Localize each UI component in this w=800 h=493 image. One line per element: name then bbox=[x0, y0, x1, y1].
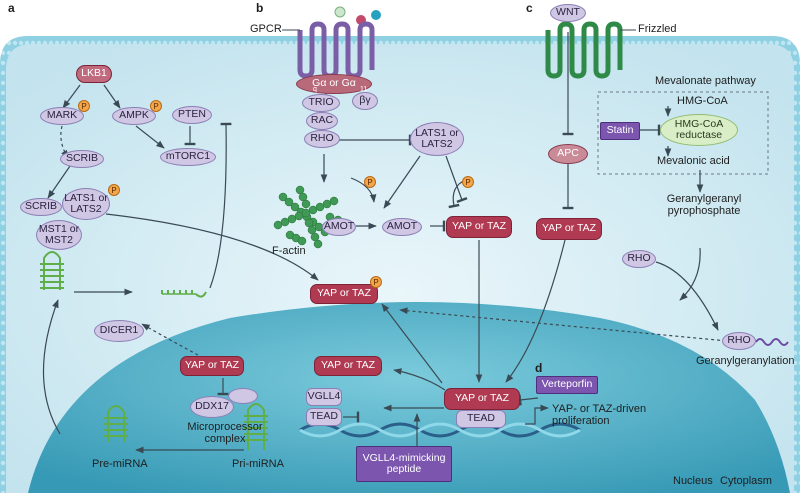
frizzled-receptor-icon bbox=[545, 21, 623, 79]
phospho-badge: P bbox=[462, 176, 474, 188]
lats-line2: LATS2 bbox=[70, 203, 102, 215]
ampk-node: AMPK bbox=[112, 107, 156, 125]
mtorc1-node: mTORC1 bbox=[160, 148, 216, 166]
amot-bound-node: AMOT bbox=[322, 218, 356, 236]
ggpp-line2: pyrophosphate bbox=[667, 204, 741, 217]
proliferation-line2: proliferation bbox=[552, 414, 610, 427]
lats-node: LATS1 or LATS2 bbox=[410, 122, 464, 156]
rho-geranylgeranylated-node: RHO bbox=[722, 332, 756, 350]
wnt-node: WNT bbox=[550, 4, 586, 22]
phospho-badge: P bbox=[150, 100, 162, 112]
phospho-badge: P bbox=[78, 100, 90, 112]
gpcr-receptor-icon bbox=[297, 21, 375, 79]
proliferation-label: YAP- or TAZ-driven proliferation bbox=[552, 403, 647, 427]
scrib-node: SCRIB bbox=[60, 150, 104, 168]
mst-line2: MST2 bbox=[44, 234, 73, 246]
pten-node: PTEN bbox=[172, 106, 212, 124]
galpha-text: Gα or Gα bbox=[312, 77, 356, 90]
reductase-line1: HMG-CoA bbox=[674, 117, 724, 130]
ggpp-label: Geranylgeranyl pyrophosphate bbox=[656, 193, 752, 217]
microprocessor-blob bbox=[228, 388, 258, 404]
mark-node: MARK bbox=[40, 107, 84, 125]
phospho-badge: P bbox=[108, 184, 120, 196]
mevalonic-acid-label: Mevalonic acid bbox=[657, 155, 730, 167]
panel-d-letter: d bbox=[535, 361, 543, 375]
yap-taz-free-node: YAP or TAZ bbox=[314, 356, 382, 376]
panel-a-letter: a bbox=[8, 1, 15, 15]
microprocessor-line2: complex bbox=[204, 432, 246, 445]
ddx17-node: DDX17 bbox=[190, 396, 234, 418]
mevalonate-box bbox=[597, 91, 769, 175]
f-actin-label: F-actin bbox=[272, 245, 306, 257]
beta-gamma-node: βγ bbox=[352, 92, 378, 110]
yap-taz-node: YAP or TAZ bbox=[446, 216, 512, 238]
mst-line1: MST1 or bbox=[38, 222, 80, 235]
phospho-badge: P bbox=[364, 176, 376, 188]
phospho-badge: P bbox=[370, 276, 382, 288]
yap-taz-phospho-node: YAP or TAZ bbox=[310, 284, 378, 304]
cytoplasm-label: Cytoplasm bbox=[720, 475, 772, 487]
yap-taz-node: YAP or TAZ bbox=[180, 356, 244, 376]
pri-mirna-label: Pri-miRNA bbox=[232, 458, 284, 470]
yap-taz-bound-node: YAP or TAZ bbox=[444, 388, 520, 410]
panel-c-letter: c bbox=[526, 1, 533, 15]
proliferation-line1: YAP- or TAZ-driven bbox=[552, 403, 647, 415]
scrib-complex-node: SCRIB bbox=[20, 198, 62, 216]
peptide-line2: peptide bbox=[386, 463, 422, 475]
yap-taz-node: YAP or TAZ bbox=[536, 218, 602, 240]
statin-drug: Statin bbox=[600, 122, 640, 140]
pre-mirna-hairpin-icon bbox=[40, 251, 268, 450]
lats-line2: LATS2 bbox=[421, 138, 453, 150]
verteporfin-drug: Verteporfin bbox=[536, 376, 598, 394]
microprocessor-label: Microprocessor complex bbox=[180, 421, 270, 445]
tead-left-node: TEAD bbox=[306, 408, 342, 426]
vgll4-mimicking-peptide-drug: VGLL4-mimicking peptide bbox=[356, 446, 452, 482]
frizzled-label: Frizzled bbox=[638, 23, 677, 35]
galpha-subscript-11: 11 bbox=[360, 86, 368, 93]
geranylgeranyl-tail-icon bbox=[755, 338, 789, 346]
nucleus bbox=[28, 302, 790, 493]
tead-right-node: TEAD bbox=[456, 410, 506, 428]
amot-free-node: AMOT bbox=[382, 218, 422, 236]
mevalonate-label: Mevalonate pathway bbox=[655, 75, 756, 87]
dicer1-node: DICER1 bbox=[94, 320, 144, 342]
nucleus-label: Nucleus bbox=[673, 475, 713, 487]
gpcr-label: GPCR bbox=[250, 23, 282, 35]
rho-node: RHO bbox=[622, 250, 656, 268]
f-actin-icon bbox=[273, 185, 350, 249]
lats-line1: LATS1 or bbox=[64, 191, 108, 204]
vgll4-node: VGLL4 bbox=[306, 388, 342, 406]
lats-line1: LATS1 or bbox=[415, 126, 459, 139]
trio-node: TRIO bbox=[302, 94, 340, 112]
galpha-subscript-q: q bbox=[313, 86, 317, 93]
ggpp-line1: Geranylgeranyl bbox=[666, 193, 742, 205]
microprocessor-line1: Microprocessor bbox=[187, 421, 263, 433]
rac-node: RAC bbox=[306, 112, 338, 130]
dna-helix-icon bbox=[299, 422, 581, 438]
rho-node: RHO bbox=[304, 130, 340, 148]
galpha-node: Gα or Gα bbox=[296, 74, 372, 94]
hmgcoa-label: HMG-CoA bbox=[677, 95, 728, 107]
ligand-icon bbox=[371, 10, 381, 20]
mst-node: MST1 or MST2 bbox=[36, 220, 82, 250]
lkb1-node: LKB1 bbox=[76, 65, 112, 83]
apc-node: APC bbox=[548, 144, 588, 164]
reductase-line2: reductase bbox=[675, 129, 723, 141]
hmgcoa-reductase-node: HMG-CoA reductase bbox=[660, 114, 738, 146]
lats-complex-node: LATS1 or LATS2 bbox=[62, 188, 110, 220]
peptide-line1: VGLL4-mimicking bbox=[362, 451, 446, 464]
panel-b-letter: b bbox=[256, 1, 264, 15]
ligand-icon bbox=[334, 6, 346, 18]
geranylgeranylation-label: Geranylgeranylation bbox=[696, 355, 795, 367]
pre-mirna-label: Pre-miRNA bbox=[92, 458, 148, 470]
